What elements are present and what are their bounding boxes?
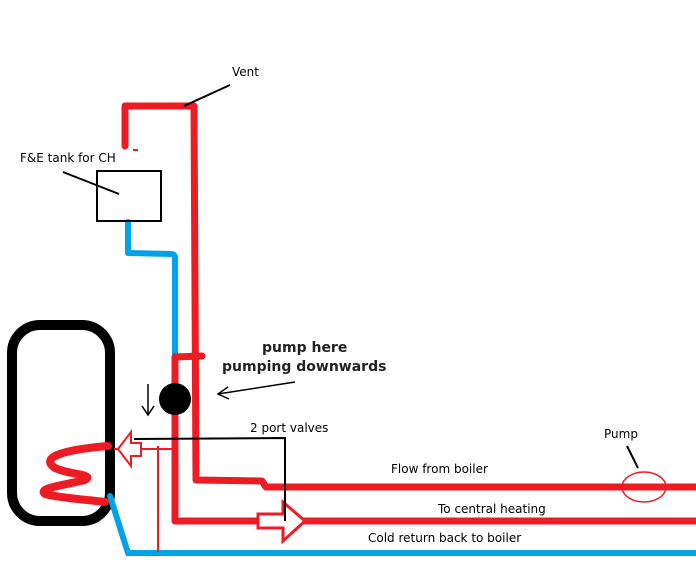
proposed-pump — [159, 383, 191, 415]
vent-leader — [183, 84, 231, 107]
arrow-into-cylinder — [116, 429, 142, 469]
label-pump-note-2: pumping downwards — [222, 359, 386, 375]
vent-pipe — [121, 102, 696, 491]
hot-water-cylinder — [7, 320, 115, 526]
down-arrow-head — [141, 405, 155, 417]
pump-note-leader — [217, 381, 296, 395]
label-two-port-valves: 2 port valves — [250, 421, 328, 435]
label-fe-tank: F&E tank for CH — [20, 151, 116, 165]
label-pump: Pump — [604, 427, 638, 441]
pump-note-arrowhead — [216, 386, 230, 400]
label-vent: Vent — [232, 65, 259, 79]
fe-tank-cold-feed — [125, 219, 178, 359]
label-to-central-heating: To central heating — [437, 502, 546, 516]
label-cold-return: Cold return back to boiler — [368, 531, 521, 545]
label-pump-note-1: pump here — [262, 340, 347, 356]
fe-tank — [96, 170, 162, 222]
two-port-valves-leader — [133, 436, 286, 521]
cylinder-coil — [39, 442, 112, 506]
cylinder-cold-pipe — [107, 493, 131, 556]
pump-leader — [626, 445, 639, 469]
pump-loop — [171, 352, 206, 361]
arrow-to-central-heating — [256, 498, 308, 545]
existing-pump — [621, 471, 667, 503]
label-flow-from-boiler: Flow from boiler — [391, 462, 488, 476]
fe-tank-leader — [62, 171, 120, 195]
